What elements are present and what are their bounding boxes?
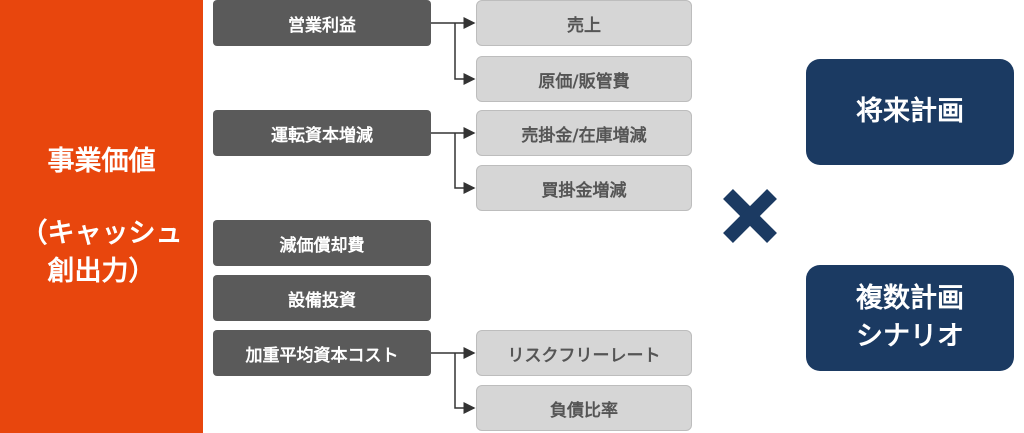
driver-wacc: 加重平均資本コスト [213,330,431,376]
leaf-debt-ratio: 負債比率 [476,385,692,431]
leaf-payables: 買掛金増減 [476,165,692,211]
multiply-icon [723,189,777,243]
leaf-risk-free-rate: リスクフリーレート [476,330,692,376]
output-scenarios-line2: シナリオ [856,321,964,352]
connector-operating-profit-cost [454,23,476,85]
connector-wacc-debt-ratio [454,353,476,414]
leaf-receivables-inventory: 売掛金/在庫増減 [476,110,692,156]
leaf-cost-sga: 原価/販管費 [476,56,692,102]
driver-depreciation: 減価償却費 [213,220,431,266]
driver-capex: 設備投資 [213,275,431,321]
leaf-sales: 売上 [476,0,692,46]
root-node-business-value: 事業価値 （キャッシュ 創出力） [0,0,203,433]
root-title: 事業価値 [47,145,156,177]
output-future-plan-label: 将来計画 [856,96,964,127]
connector-working-capital-payables [454,133,476,194]
output-multiple-scenarios: 複数計画 シナリオ [806,265,1014,371]
output-future-plan: 将来計画 [806,59,1014,165]
driver-working-capital-change: 運転資本増減 [213,110,431,156]
root-subtitle-line2: 創出力） [47,255,156,287]
root-subtitle-line1: （キャッシュ [20,217,183,249]
output-scenarios-line1: 複数計画 [856,283,964,314]
driver-operating-profit: 営業利益 [213,0,431,46]
